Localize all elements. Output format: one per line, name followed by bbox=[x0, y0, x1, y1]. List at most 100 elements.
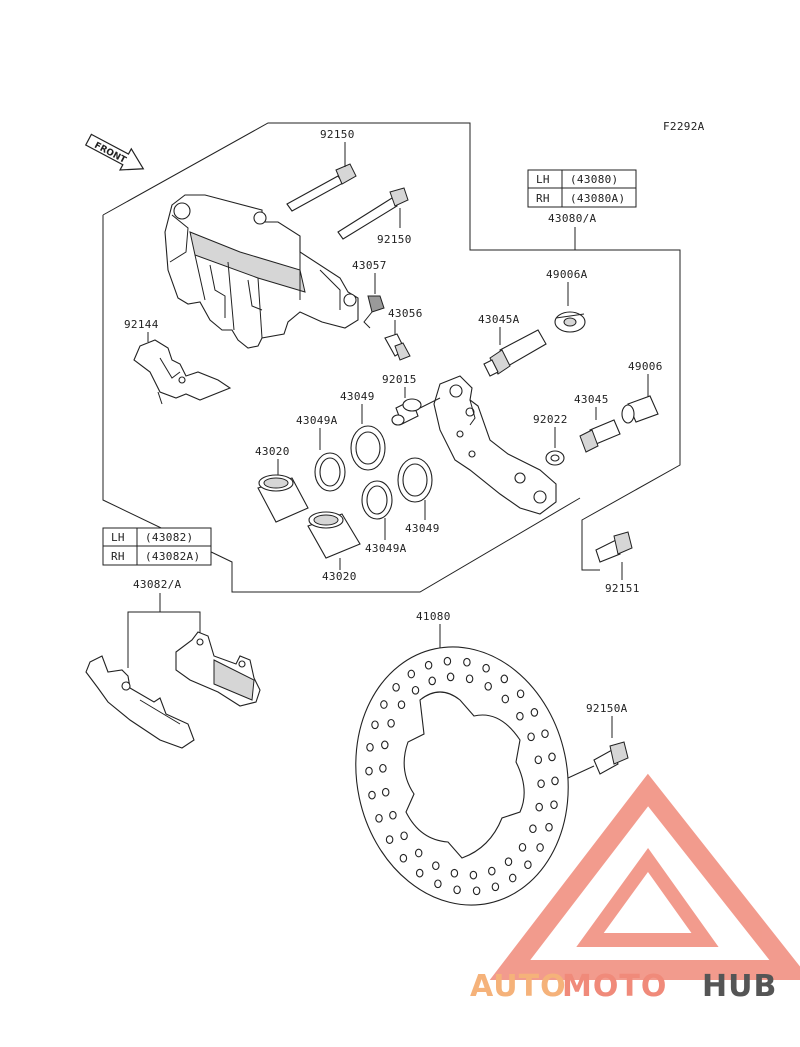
disc-hole bbox=[446, 672, 455, 682]
disc-hole bbox=[482, 663, 490, 673]
disc-hole bbox=[516, 711, 524, 721]
brake-disc-41080 bbox=[355, 646, 569, 906]
disc-hole bbox=[524, 860, 532, 870]
pad-spring-92144 bbox=[133, 339, 232, 405]
disc-hole bbox=[368, 790, 376, 800]
label-43080: 43080/A bbox=[548, 212, 597, 225]
disc-hole bbox=[484, 681, 492, 691]
label-43020-top: 43020 bbox=[255, 445, 290, 458]
bolt-92150a bbox=[593, 741, 629, 775]
disc-hole bbox=[491, 882, 500, 892]
watermark-part3: HUB bbox=[702, 969, 777, 1004]
pin-43045a bbox=[483, 329, 547, 377]
pin-92150-top bbox=[286, 150, 357, 212]
disc-hole bbox=[443, 656, 452, 666]
pads-lh-part: (43082) bbox=[145, 531, 193, 544]
disc-hole bbox=[399, 853, 408, 863]
label-43020-bot: 43020 bbox=[322, 570, 357, 583]
pads-lh-side: LH bbox=[111, 531, 125, 544]
disc-hole bbox=[407, 669, 416, 679]
disc-hole bbox=[472, 886, 481, 896]
disc-hole bbox=[381, 787, 390, 797]
pads-rh-part: (43082A) bbox=[145, 550, 200, 563]
disc-hole bbox=[548, 752, 556, 762]
caliper-rh-side: RH bbox=[536, 192, 550, 205]
label-49006a: 49006A bbox=[546, 268, 588, 281]
label-43049a-top: 43049A bbox=[296, 414, 338, 427]
disc-hole bbox=[424, 660, 433, 670]
disc-hole bbox=[428, 676, 436, 686]
pads-rh-side: RH bbox=[111, 550, 125, 563]
bleeder-cap-43057 bbox=[363, 295, 385, 329]
disc-hole bbox=[527, 732, 535, 742]
label-43056: 43056 bbox=[388, 307, 423, 320]
brake-pad-right bbox=[175, 631, 261, 707]
assembly-boundary bbox=[102, 122, 681, 571]
disc-hole bbox=[380, 700, 388, 709]
pads-side-table: LH (43082) RH (43082A) bbox=[102, 527, 212, 566]
disc-hole bbox=[488, 866, 496, 876]
label-43045a: 43045A bbox=[478, 313, 520, 326]
pin-43045 bbox=[579, 419, 621, 453]
disc-hole bbox=[516, 689, 525, 699]
disc-hole bbox=[365, 766, 373, 776]
disc-hole bbox=[392, 682, 400, 692]
front-arrow-icon: FRONT bbox=[84, 133, 145, 171]
disc-hole bbox=[411, 685, 420, 695]
disc-hole bbox=[535, 802, 543, 812]
disc-hole bbox=[501, 694, 510, 704]
label-92150a: 92150A bbox=[586, 702, 628, 715]
disc-hole bbox=[541, 729, 549, 739]
disc-hole bbox=[389, 810, 397, 820]
disc-hole bbox=[469, 870, 478, 880]
disc-hole bbox=[385, 835, 394, 844]
automotohub-logo-icon bbox=[489, 773, 800, 980]
watermark-part1: AUTO bbox=[470, 969, 567, 1004]
disc-hole bbox=[414, 848, 423, 858]
automotohub-watermark: AUTO MOTO HUB bbox=[470, 969, 777, 1004]
watermark-part2: MOTO bbox=[562, 969, 667, 1004]
label-41080: 41080 bbox=[416, 610, 451, 623]
disc-hole bbox=[366, 742, 374, 752]
caliper-lh-part: (43080) bbox=[570, 173, 618, 186]
label-43045: 43045 bbox=[574, 393, 609, 406]
disc-hole bbox=[450, 868, 459, 878]
disc-hole bbox=[537, 779, 545, 789]
label-43082: 43082/A bbox=[133, 578, 182, 591]
sleeve-92015 bbox=[391, 398, 422, 426]
disc-hole bbox=[550, 800, 558, 810]
caliper-body bbox=[164, 194, 359, 349]
disc-hole bbox=[530, 708, 539, 717]
brake-pad-left bbox=[85, 655, 195, 749]
label-92022: 92022 bbox=[533, 413, 568, 426]
boot-49006 bbox=[621, 395, 659, 424]
disc-hole bbox=[500, 674, 509, 684]
disc-hole bbox=[434, 879, 442, 889]
caliper-lh-side: LH bbox=[536, 173, 550, 186]
caliper-bracket bbox=[433, 375, 557, 515]
bolt-92151 bbox=[595, 531, 633, 563]
disc-hole bbox=[371, 720, 379, 730]
label-43049-bot: 43049 bbox=[405, 522, 440, 535]
disc-hole bbox=[504, 857, 513, 867]
disc-hole bbox=[397, 700, 406, 710]
disc-hole bbox=[518, 842, 527, 852]
figure-code: F2292A bbox=[663, 120, 705, 133]
disc-hole bbox=[545, 822, 553, 832]
label-43049-top: 43049 bbox=[340, 390, 375, 403]
caliper-rh-part: (43080A) bbox=[570, 192, 625, 205]
boot-49006a bbox=[554, 311, 586, 333]
label-43049a-bot: 43049A bbox=[365, 542, 407, 555]
bleeder-valve-43056 bbox=[384, 333, 411, 361]
disc-hole bbox=[536, 843, 544, 852]
disc-hole bbox=[508, 873, 517, 883]
label-92150-top: 92150 bbox=[320, 128, 355, 141]
disc-hole bbox=[415, 868, 424, 878]
piston-43020-bot bbox=[307, 511, 361, 559]
label-43057: 43057 bbox=[352, 259, 387, 272]
disc-hole bbox=[551, 776, 559, 786]
disc-hole bbox=[453, 885, 461, 895]
label-92144: 92144 bbox=[124, 318, 159, 331]
disc-hole bbox=[432, 861, 440, 871]
disc-hole bbox=[375, 813, 383, 823]
